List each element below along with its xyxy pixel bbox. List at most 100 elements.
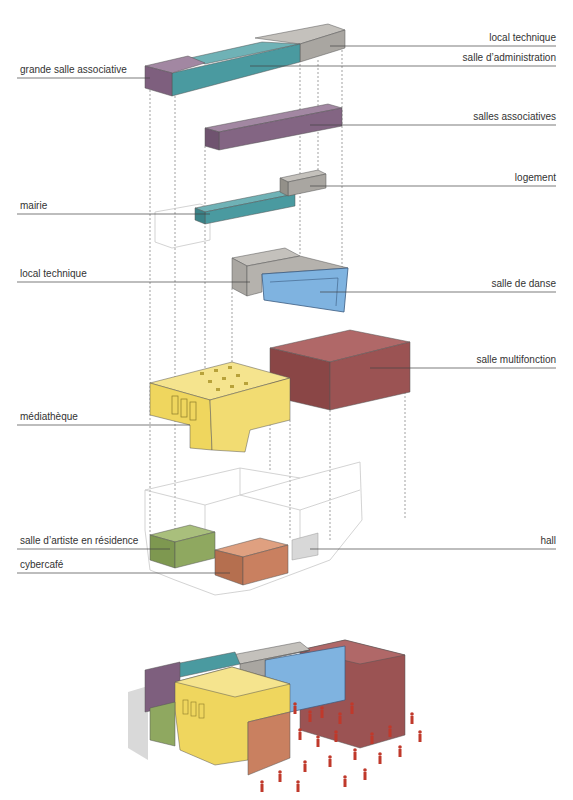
body xyxy=(335,734,338,742)
ghost-outline xyxy=(240,468,360,510)
room-label: logement xyxy=(515,172,556,184)
leader-line xyxy=(17,78,150,79)
person xyxy=(410,712,414,724)
leader-line xyxy=(370,368,556,369)
body xyxy=(297,784,300,792)
body xyxy=(317,739,320,747)
skylight xyxy=(230,385,234,388)
person xyxy=(350,702,354,714)
head xyxy=(308,710,312,714)
body xyxy=(279,774,282,782)
person xyxy=(418,730,422,742)
head xyxy=(353,748,357,752)
leader-line xyxy=(17,549,170,550)
leader-lines xyxy=(17,46,556,573)
body xyxy=(389,729,392,737)
person xyxy=(378,752,382,764)
ghost-outline xyxy=(145,462,362,595)
mediatheque-side xyxy=(210,378,290,452)
head xyxy=(320,706,324,710)
logement-face xyxy=(288,174,326,196)
body xyxy=(411,716,414,724)
room-label: mairie xyxy=(20,200,47,212)
assembled-bays xyxy=(183,700,204,718)
skylight xyxy=(208,380,212,383)
head xyxy=(334,730,338,734)
mediatheque-bays xyxy=(172,396,196,420)
person xyxy=(260,780,264,792)
person xyxy=(303,760,307,772)
mairie-end xyxy=(195,208,205,224)
leader-line xyxy=(17,214,210,215)
body xyxy=(261,784,264,792)
person xyxy=(353,748,357,760)
projection-line xyxy=(175,96,176,542)
leader-line xyxy=(250,66,556,67)
head xyxy=(296,780,300,784)
ghost-outline xyxy=(300,510,301,540)
projection-line xyxy=(290,420,291,540)
head xyxy=(298,728,302,732)
ghost-outlines xyxy=(145,204,362,595)
body xyxy=(329,759,332,767)
mediatheque-assembled-top xyxy=(175,667,290,697)
projection-lines xyxy=(150,50,405,542)
person xyxy=(296,780,300,792)
projection-line xyxy=(150,90,151,535)
head xyxy=(328,755,332,759)
leader-line xyxy=(310,125,556,126)
person xyxy=(370,732,374,744)
head xyxy=(338,712,342,716)
ghost-outline xyxy=(155,204,210,248)
projection-line xyxy=(342,50,343,268)
body xyxy=(294,706,297,714)
body xyxy=(419,734,422,742)
skylight xyxy=(222,377,226,380)
head xyxy=(260,780,264,784)
bay xyxy=(199,704,204,718)
hall-face xyxy=(292,533,318,560)
projection-line xyxy=(205,146,206,400)
room-label: salle de danse xyxy=(492,278,557,290)
leader-line xyxy=(330,46,556,47)
multifonction-right xyxy=(330,342,410,410)
mediatheque-skylights xyxy=(200,366,248,391)
room-label: cybercafé xyxy=(20,559,63,571)
head xyxy=(418,730,422,734)
mediatheque-front xyxy=(150,383,212,450)
grande-salle-face xyxy=(145,66,172,96)
head xyxy=(293,702,297,706)
person xyxy=(388,725,392,737)
room-label: salle d’artiste en résidence xyxy=(20,535,138,547)
projection-line xyxy=(405,392,406,520)
body xyxy=(299,732,302,740)
cybercafe-front xyxy=(215,550,243,585)
people xyxy=(260,702,422,792)
bay xyxy=(183,700,188,714)
room-label: salle d’administration xyxy=(463,52,556,64)
body xyxy=(379,756,382,764)
person xyxy=(398,745,402,757)
artiste-side xyxy=(175,532,215,568)
room-label: médiathèque xyxy=(20,411,78,423)
leader-line xyxy=(17,282,250,283)
body xyxy=(309,714,312,722)
leader-line xyxy=(17,573,230,574)
head xyxy=(278,770,282,774)
technique-assembled xyxy=(232,642,310,664)
leader-line xyxy=(320,292,556,293)
person xyxy=(343,775,347,787)
room-label: salles associatives xyxy=(473,111,556,123)
person xyxy=(316,735,320,747)
bay xyxy=(172,396,178,414)
skylight xyxy=(200,372,204,375)
projection-line xyxy=(300,64,301,256)
person xyxy=(320,706,324,718)
administration-face xyxy=(172,44,300,96)
head xyxy=(303,760,307,764)
body xyxy=(344,779,347,787)
body xyxy=(371,736,374,744)
person xyxy=(334,730,338,742)
body xyxy=(399,749,402,757)
